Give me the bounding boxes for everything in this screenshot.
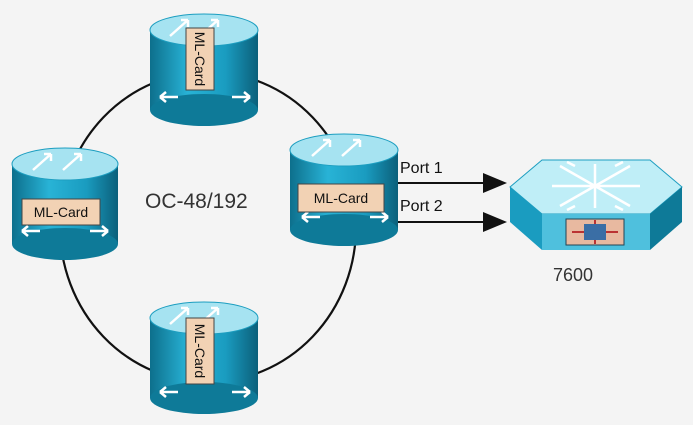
router-bottom xyxy=(149,301,259,414)
arrow-icon xyxy=(311,138,362,157)
switch-7600 xyxy=(509,159,683,250)
arrow-icon xyxy=(21,225,109,237)
router-left xyxy=(11,147,119,260)
ml-card-box xyxy=(185,27,215,91)
router-top xyxy=(149,13,259,126)
arrow-icon xyxy=(169,306,220,325)
ml-card-box xyxy=(21,198,101,226)
ml-card-box xyxy=(297,183,385,213)
ring-label: OC-48/192 xyxy=(145,190,248,213)
port-2-label: Port 2 xyxy=(400,198,443,215)
ml-card-label-left: ML-Card xyxy=(33,204,89,220)
ml-card-label-top: ML-Card xyxy=(192,31,208,87)
port-1-label: Port 1 xyxy=(400,160,443,177)
ml-card-label-center: ML-Card xyxy=(313,190,369,206)
ml-card-box xyxy=(185,317,215,385)
arrow-icon xyxy=(159,386,251,398)
arrow-icon xyxy=(32,152,83,171)
ml-card-label-bottom: ML-Card xyxy=(192,323,208,379)
arrow-icon xyxy=(301,211,389,223)
arrow-icon xyxy=(159,91,251,103)
router-center xyxy=(289,133,399,246)
switch-label: 7600 xyxy=(553,265,594,285)
crossbar-icon xyxy=(552,160,640,212)
